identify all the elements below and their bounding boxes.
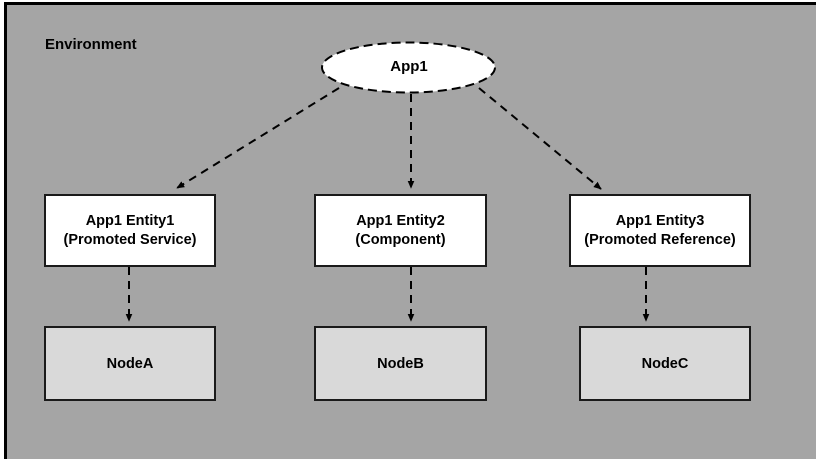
app1-label: App1 <box>390 58 428 75</box>
entity-title: App1 Entity1 <box>85 212 175 229</box>
node-label: NodeA <box>106 355 154 372</box>
entity-box-app1-entity1[interactable]: App1 Entity1 (Promoted Service) <box>44 194 216 267</box>
entity-subtitle: (Promoted Service) <box>63 231 197 248</box>
entity-box-app1-entity2[interactable]: App1 Entity2 (Component) <box>314 194 487 267</box>
environment-label: Environment <box>45 36 137 53</box>
node-box-nodeb[interactable]: NodeB <box>314 326 487 401</box>
entity-subtitle: (Promoted Reference) <box>584 231 736 248</box>
node-box-nodea[interactable]: NodeA <box>44 326 216 401</box>
node-box-nodec[interactable]: NodeC <box>579 326 751 401</box>
entity-title: App1 Entity2 <box>356 212 445 229</box>
entity-title: App1 Entity3 <box>615 212 705 229</box>
entity-box-app1-entity3[interactable]: App1 Entity3 (Promoted Reference) <box>569 194 751 267</box>
node-label: NodeB <box>377 355 424 372</box>
entity-subtitle: (Component) <box>355 231 446 248</box>
node-label: NodeC <box>641 355 689 372</box>
